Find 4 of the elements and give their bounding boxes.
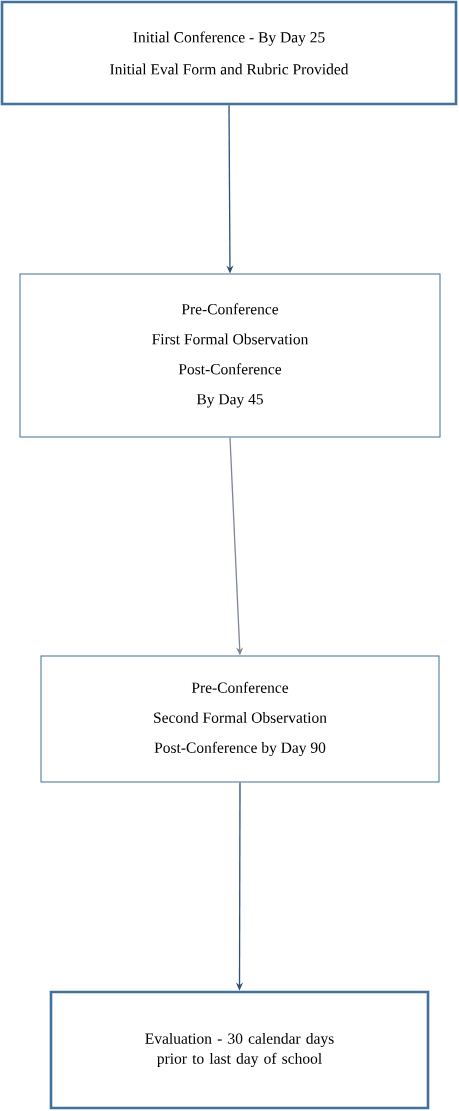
- process-box: Initial Conference - By Day 25 Initial Eval Form and Rubric Provided: [0, 0, 458, 106]
- process-box: Pre-Conference First Formal Observation Post-Conference By Day 45: [19, 273, 441, 438]
- process-box: Pre-Conference Second Formal Observation Post-Conference by Day 90: [40, 655, 440, 783]
- process-box: Evaluation - 30 calendar days prior to last day of school: [49, 990, 430, 1110]
